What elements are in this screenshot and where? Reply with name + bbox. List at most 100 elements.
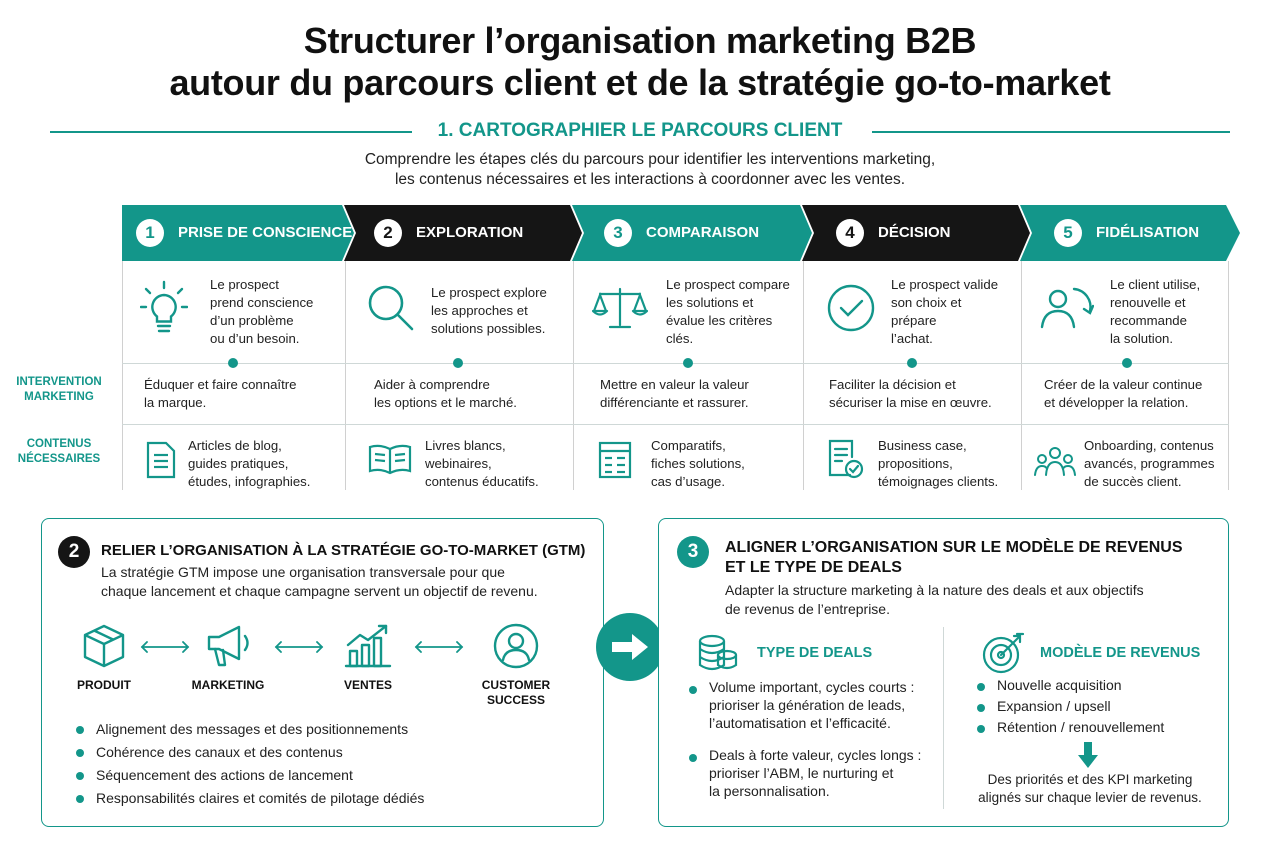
list-item: Séquencement des actions de lancement bbox=[74, 764, 424, 787]
stage-2-intervention-line: Aider à comprendre bbox=[374, 377, 490, 392]
stage-5-content-line: de succès client. bbox=[1084, 474, 1182, 489]
stage-2-intervention-line: les options et le marché. bbox=[374, 395, 517, 410]
stage-5-desc-line: Le client utilise, bbox=[1110, 277, 1201, 292]
stage-4-desc-line: Le prospect valide bbox=[891, 277, 999, 292]
stage-5-intervention-line: et développer la relation. bbox=[1044, 395, 1189, 410]
row-label-contenus: CONTENUS NÉCESSAIRES bbox=[0, 437, 118, 467]
stage-5-header: 5 FIDÉLISATION bbox=[1040, 205, 1226, 261]
section2-subtitle: La stratégie GTM impose une organisation… bbox=[101, 563, 538, 601]
double-arrow-icon bbox=[274, 641, 324, 653]
row-label-contenus-line-2: NÉCESSAIRES bbox=[17, 453, 101, 465]
column-separator bbox=[1228, 261, 1229, 490]
arrow-right-icon bbox=[596, 613, 664, 681]
stage-4-chevron bbox=[802, 205, 1030, 261]
stage-3-number: 3 bbox=[604, 219, 632, 247]
section2-subtitle-line: La stratégie GTM impose une organisation… bbox=[101, 564, 505, 580]
stage-5-desc-line: recommande bbox=[1110, 313, 1187, 328]
section3-badge: 3 bbox=[677, 536, 709, 568]
section2-title: RELIER L’ORGANISATION À LA STRATÉGIE GO-… bbox=[101, 542, 586, 559]
row-label-intervention-line-1: INTERVENTION bbox=[16, 376, 102, 388]
list-item: Alignement des messages et des positionn… bbox=[74, 718, 424, 741]
flow-label-line: SUCCESS bbox=[486, 693, 545, 707]
page-title: Structurer l’organisation marketing B2B … bbox=[0, 20, 1280, 104]
stage-chevrons bbox=[122, 205, 1240, 261]
coins-icon bbox=[698, 634, 738, 671]
column-separator bbox=[1021, 261, 1022, 490]
stage-2-desc-line: Le prospect explore bbox=[431, 285, 547, 300]
deals-item-line: prioriser la génération de leads, bbox=[709, 697, 906, 713]
arrow-right-glyph bbox=[612, 634, 648, 660]
stage-5-desc-line: renouvelle et bbox=[1110, 295, 1186, 310]
flow-label-line: VENTES bbox=[343, 678, 392, 692]
list-item: Rétention / renouvellement bbox=[975, 717, 1164, 738]
stage-2-intervention: Aider à comprendre les options et le mar… bbox=[374, 376, 517, 412]
deals-title: TYPE DE DEALS bbox=[757, 645, 873, 661]
stage-2-description: Le prospect explore les approches et sol… bbox=[431, 284, 547, 338]
stage-4-label: DÉCISION bbox=[878, 224, 951, 241]
revenue-title: MODÈLE DE REVENUS bbox=[1040, 645, 1201, 661]
deals-item-line: Deals à forte valeur, cycles longs : bbox=[709, 747, 922, 763]
list-item: Responsabilités claires et comités de pi… bbox=[74, 787, 424, 810]
column-separator bbox=[345, 261, 346, 490]
stage-4-intervention-line: sécuriser la mise en œuvre. bbox=[829, 395, 992, 410]
stage-2-label: EXPLORATION bbox=[416, 224, 524, 241]
list-item: Cohérence des canaux et des contenus bbox=[74, 741, 424, 764]
stage-1-header: 1 PRISE DE CONSCIENCE bbox=[122, 205, 352, 261]
stage-2-header: 2 EXPLORATION bbox=[360, 205, 570, 261]
section2-badge: 2 bbox=[58, 536, 90, 568]
section3-title-line: ET LE TYPE DE DEALS bbox=[725, 559, 902, 576]
stage-3-description: Le prospect compare les solutions et éva… bbox=[666, 276, 790, 348]
stage-2-dot bbox=[453, 358, 463, 368]
stage-5-intervention-line: Créer de la valeur continue bbox=[1044, 377, 1203, 392]
stage-3-content-line: fiches solutions, bbox=[651, 456, 745, 471]
magnifier-icon bbox=[368, 285, 414, 331]
stage-3-desc-line: les solutions et bbox=[666, 295, 754, 310]
stage-1-intervention: Éduquer et faire connaître la marque. bbox=[144, 376, 297, 412]
stage-1-label: PRISE DE CONSCIENCE bbox=[178, 224, 353, 241]
stage-2-content-line: contenus éducatifs. bbox=[425, 474, 539, 489]
deals-item-line: la personnalisation. bbox=[709, 783, 830, 799]
row-label-intervention-line-2: MARKETING bbox=[24, 391, 94, 403]
stage-4-desc-line: son choix et bbox=[891, 295, 962, 310]
flow-label-marketing: MARKETING bbox=[178, 678, 278, 693]
stage-3-dot bbox=[683, 358, 693, 368]
row-divider bbox=[122, 424, 1229, 425]
stage-1-desc-line: ou d’un besoin. bbox=[210, 331, 300, 346]
stage-5-desc-line: la solution. bbox=[1110, 331, 1174, 346]
revenue-bullets: Nouvelle acquisition Expansion / upsell … bbox=[975, 675, 1164, 738]
stage-2-content-line: Livres blancs, bbox=[425, 438, 506, 453]
stage-3-content: Comparatifs, fiches solutions, cas d’usa… bbox=[651, 437, 745, 491]
growth-chart-icon bbox=[344, 624, 392, 668]
deals-item-line: l’automatisation et l’efficacité. bbox=[709, 715, 891, 731]
stage-5-intervention: Créer de la valeur continue et développe… bbox=[1044, 376, 1202, 412]
stage-4-content-line: témoignages clients. bbox=[878, 474, 999, 489]
target-icon bbox=[982, 632, 1025, 674]
section1-rule-left bbox=[50, 131, 412, 133]
stage-1-intervention-line: la marque. bbox=[144, 395, 207, 410]
deals-item-line: prioriser l’ABM, le nurturing et bbox=[709, 765, 894, 781]
stage-4-content-line: Business case, bbox=[878, 438, 967, 453]
stage-1-content-line: Articles de blog, bbox=[188, 438, 282, 453]
stage-5-label: FIDÉLISATION bbox=[1096, 224, 1200, 241]
approved-document-icon bbox=[828, 439, 864, 479]
section3-box: 3 ALIGNER L’ORGANISATION SUR LE MODÈLE D… bbox=[658, 518, 1229, 827]
flow-label-ventes: VENTES bbox=[328, 678, 408, 693]
section3-divider bbox=[943, 627, 944, 809]
stage-3-chevron bbox=[572, 205, 812, 261]
flow-label-line: CUSTOMER bbox=[481, 678, 551, 692]
stage-1-intervention-line: Éduquer et faire connaître bbox=[144, 377, 297, 392]
stage-5-description: Le client utilise, renouvelle et recomma… bbox=[1110, 276, 1200, 348]
stage-5-chevron bbox=[1020, 205, 1240, 261]
stage-4-number: 4 bbox=[836, 219, 864, 247]
arrow-down-icon bbox=[1078, 742, 1098, 768]
stage-3-intervention-line: différenciante et rassurer. bbox=[600, 395, 749, 410]
stage-2-chevron bbox=[344, 205, 582, 261]
list-item: Deals à forte valeur, cycles longs : pri… bbox=[687, 746, 921, 800]
section1-subtitle-line-2: les contenus nécessaires et les interact… bbox=[394, 171, 906, 188]
double-arrow-icon bbox=[414, 641, 464, 653]
stage-2-content-line: webinaires, bbox=[425, 456, 492, 471]
user-circle-icon bbox=[493, 623, 539, 669]
list-item: Expansion / upsell bbox=[975, 696, 1164, 717]
section3-subtitle: Adapter la structure marketing à la natu… bbox=[725, 581, 1144, 619]
journey-stages: 1 PRISE DE CONSCIENCE 2 EXPLORATION 3 CO… bbox=[122, 205, 1242, 490]
